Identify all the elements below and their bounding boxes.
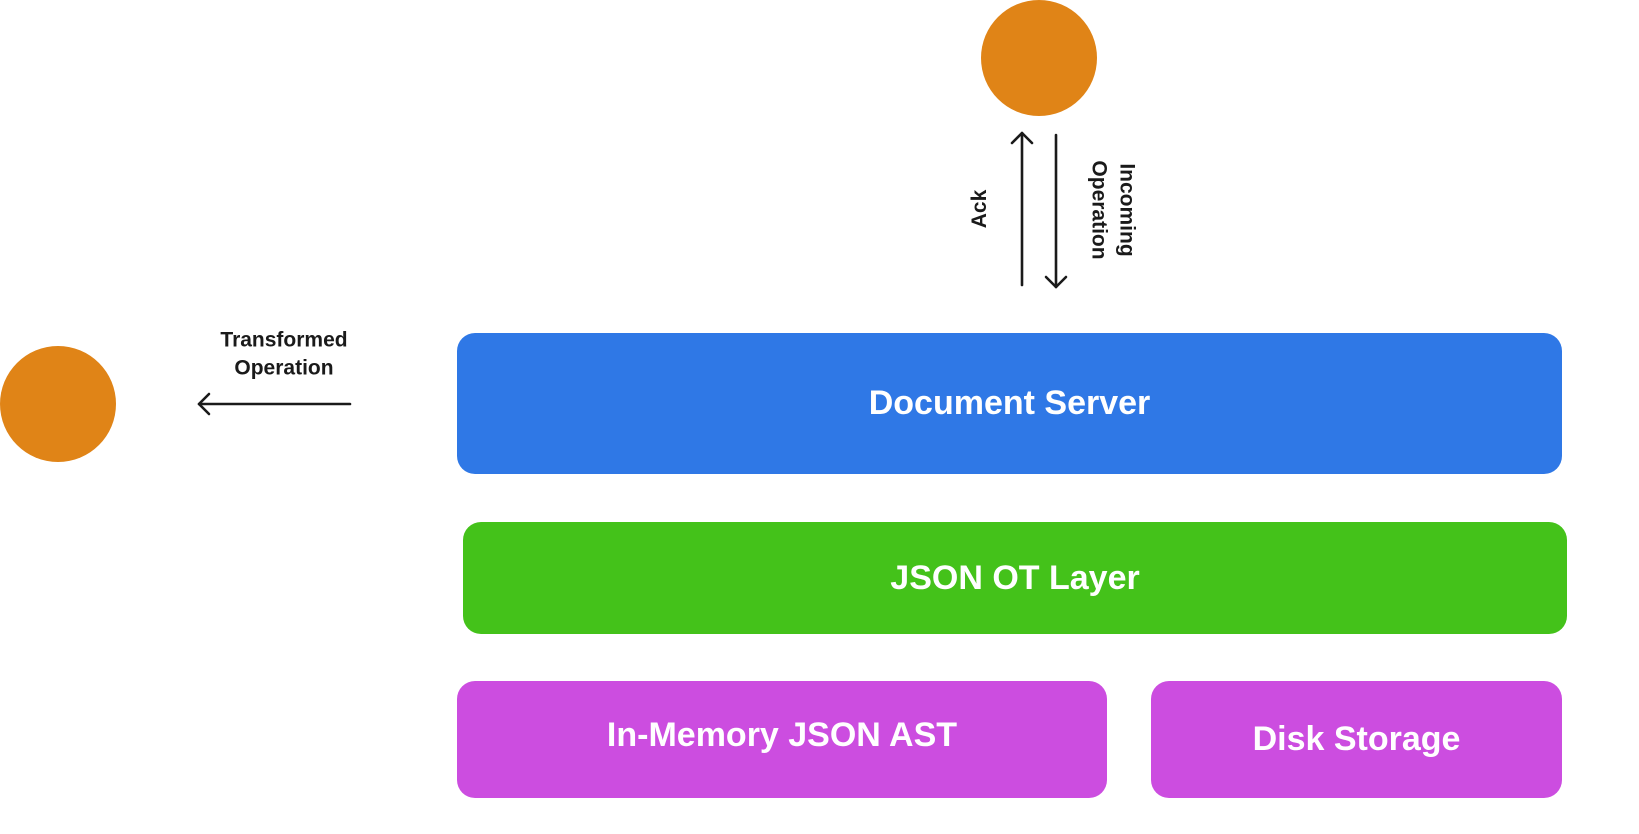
document-server-box: Document Server [457, 333, 1562, 474]
document-server-label: Document Server [868, 384, 1151, 422]
in-memory-json-ast-box: In-Memory JSON AST [457, 681, 1107, 798]
ack-label-text: Ack [967, 189, 991, 229]
json-ot-layer-box: JSON OT Layer [463, 522, 1567, 634]
top-client-node [981, 0, 1097, 116]
transformed-operation-label: Transformed Operation [220, 327, 347, 384]
left-client-node [0, 346, 116, 462]
ack-label: Ack [966, 190, 994, 229]
incoming-operation-label-line2: Operation [1087, 160, 1110, 260]
incoming-operation-label-line1: Incoming [1115, 163, 1139, 257]
incoming-operation-arrow [1044, 133, 1068, 289]
transformed-operation-arrow [197, 392, 352, 416]
incoming-operation-label: Incoming Operation [1084, 160, 1141, 259]
ack-arrow [1010, 131, 1034, 287]
transformed-operation-label-line1: Transformed [220, 328, 348, 352]
disk-storage-label: Disk Storage [1252, 720, 1461, 758]
json-ot-layer-label: JSON OT Layer [890, 558, 1140, 597]
in-memory-json-ast-label: In-Memory JSON AST [606, 716, 958, 754]
disk-storage-box: Disk Storage [1151, 681, 1562, 798]
transformed-operation-label-line2: Operation [234, 357, 334, 380]
